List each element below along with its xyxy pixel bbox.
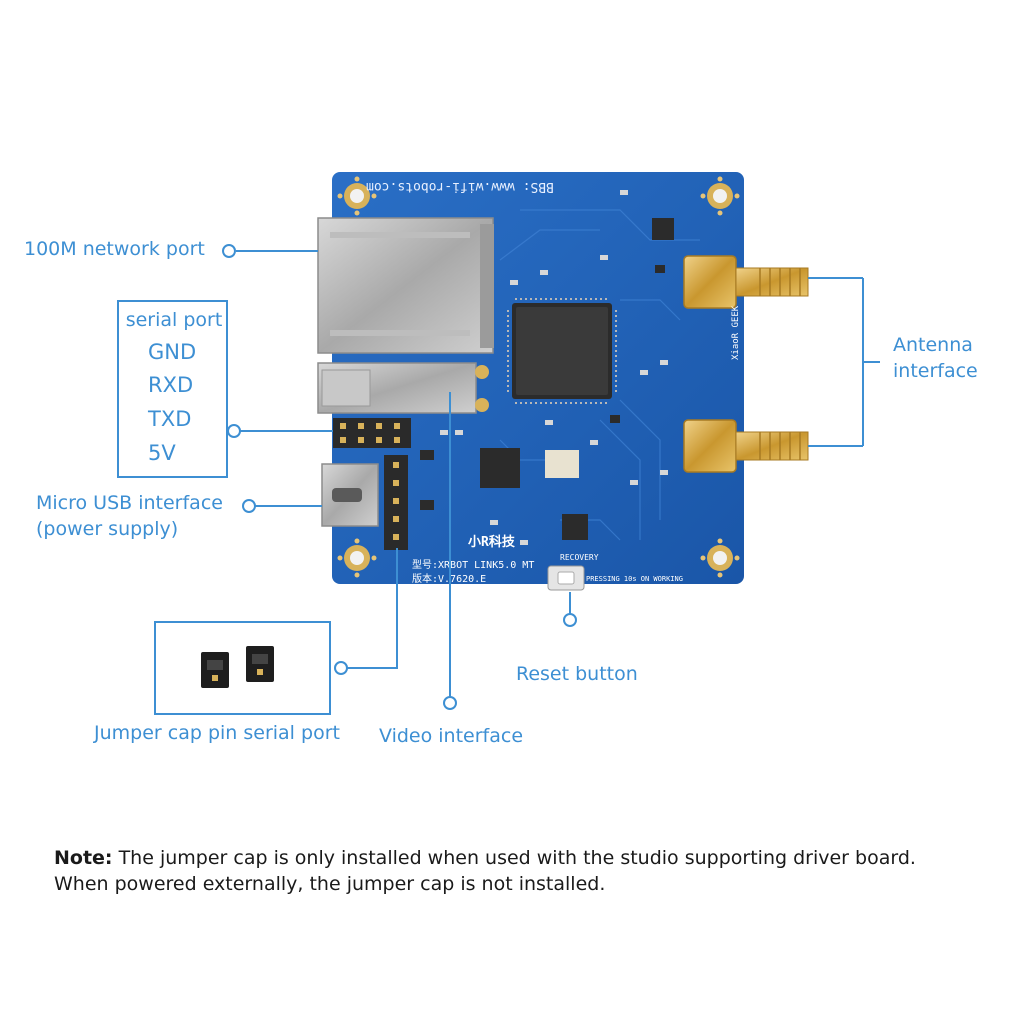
reset-button-label: Reset button <box>516 663 638 685</box>
reset-button-switch <box>547 565 585 591</box>
inductor <box>562 514 588 540</box>
board-model-text: 型号:XRBOT LINK5.0 MT <box>412 558 534 571</box>
note-prefix: Note: <box>54 847 113 869</box>
serial-pin-txd: TXD <box>148 407 192 432</box>
jumper-cap-label: Jumper cap pin serial port <box>94 722 340 744</box>
serial-header <box>333 418 411 448</box>
note-line1: The jumper cap is only installed when us… <box>112 847 916 869</box>
secondary-chip <box>480 448 520 488</box>
micro-usb-label-line1: Micro USB interface <box>36 492 223 514</box>
antenna-label-line1: Antenna <box>893 334 973 356</box>
callout-dots <box>222 244 577 710</box>
video-interface-label: Video interface <box>379 725 524 747</box>
main-chip <box>507 298 617 404</box>
jumper-cap-box <box>154 621 331 715</box>
serial-pin-rxd: RXD <box>148 373 194 398</box>
micro-usb-label: Micro USB interface (power supply) <box>36 491 223 543</box>
serial-port-label: serial port GND RXD TXD 5V <box>122 308 226 470</box>
jumper-cap-image <box>201 646 274 688</box>
board-side-text: XiaoR GEEK <box>731 305 741 360</box>
callout-lines <box>234 250 880 700</box>
antenna-label-line2: interface <box>893 359 978 382</box>
antenna-connector-bottom <box>683 419 809 473</box>
serial-port-title: serial port <box>125 309 223 331</box>
board-recovery-text: RECOVERY <box>560 553 599 562</box>
network-port-label: 100M network port <box>24 238 205 260</box>
antenna-label: Antenna interface <box>893 333 978 385</box>
note-line2: When powered externally, the jumper cap … <box>54 872 606 895</box>
video-port-connector <box>317 362 489 414</box>
board-brand-text: 小R科技 <box>468 534 516 550</box>
board-pressing-text: PRESSING 10s ON WORKING <box>586 575 683 583</box>
crystal <box>545 450 579 478</box>
mounting-holes <box>337 176 740 578</box>
micro-usb-label-line2: (power supply) <box>36 517 179 540</box>
serial-port-box <box>117 300 228 478</box>
note-text: Note: The jumper cap is only installed w… <box>54 846 994 898</box>
small-chip <box>652 218 674 240</box>
serial-pin-gnd: GND <box>148 339 197 364</box>
micro-usb-connector <box>321 463 379 527</box>
antenna-connector-top <box>683 255 809 309</box>
serial-pin-5v: 5V <box>148 440 176 465</box>
video-header <box>384 455 408 550</box>
board-url-text: BBS: www.wifi-robots.com <box>366 179 554 194</box>
network-port-connector <box>317 217 494 354</box>
